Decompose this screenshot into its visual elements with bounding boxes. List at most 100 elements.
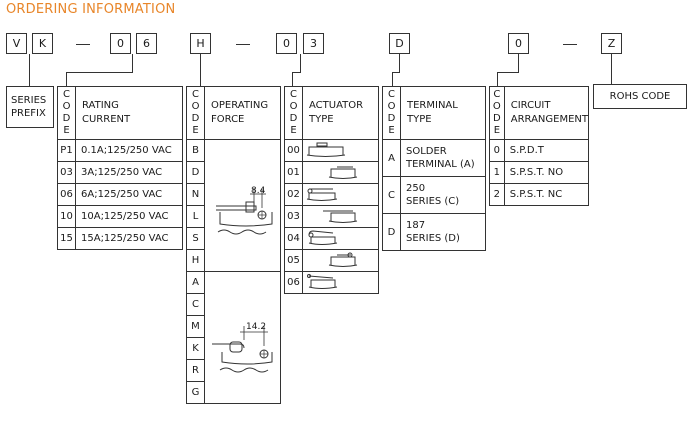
rating-value: 0.1A;125/250 VAC [75, 139, 183, 162]
connector-line [518, 54, 519, 72]
connector-line [611, 54, 612, 84]
rohs-code-box: ROHS CODE [593, 84, 687, 109]
actuator-code: 05 [284, 249, 303, 272]
force-code: B [186, 139, 205, 162]
table-row: 00 [284, 139, 379, 162]
force-drawing-cell-bottom [204, 271, 281, 404]
connector-line [497, 72, 519, 73]
circuit-code: 0 [489, 139, 505, 162]
rating-code: P1 [57, 139, 76, 162]
actuator-roller-lever-icon [306, 188, 338, 201]
actuator-simulated-roller-icon [328, 252, 358, 267]
force-code: A [186, 271, 205, 294]
connector-line [132, 54, 133, 72]
actuator-short-lever-icon [328, 166, 358, 179]
table-row: 03 [284, 205, 379, 228]
actuator-pin-plunger-icon [306, 142, 346, 157]
force-code: K [186, 337, 205, 360]
page-title: ORDERING INFORMATION [6, 2, 176, 17]
actuator-long-lever-icon [323, 210, 358, 223]
actuator-bent-lever-icon [308, 230, 338, 245]
connector-line [392, 72, 400, 73]
circuit-value: S.P.S.T. NC [503, 183, 590, 206]
actuator-code: 04 [284, 227, 303, 250]
actuator-icon-cell [302, 161, 379, 184]
force-code: R [186, 359, 205, 382]
series-label-line1: SERIES [11, 95, 47, 106]
series-label-line2: PREFIX [11, 108, 46, 119]
actuator-icon-cell [302, 183, 379, 206]
circuit-code: 1 [489, 161, 505, 184]
circuit-value: S.P.S.T. NO [503, 161, 590, 184]
actuator-hinge-lever-icon [307, 274, 338, 289]
table-row: 06 [284, 271, 379, 294]
connector-line [392, 72, 393, 86]
separator-dash [76, 44, 90, 45]
force-code: L [186, 205, 205, 228]
rating-code: 06 [57, 183, 76, 206]
part-box-actuator-3: 3 [303, 33, 324, 54]
connector-line [29, 54, 30, 86]
connector-line [200, 54, 201, 86]
part-box-series-v: V [6, 33, 27, 54]
connector-line [66, 72, 67, 86]
actuator-icon-cell [302, 139, 379, 162]
connector-line [497, 72, 498, 86]
force-code: M [186, 315, 205, 338]
rating-code: 10 [57, 205, 76, 228]
part-box-series-k: K [32, 33, 53, 54]
table-row: 05 [284, 249, 379, 272]
part-box-circuit: 0 [508, 33, 529, 54]
actuator-code: 01 [284, 161, 303, 184]
separator-dash [236, 44, 250, 45]
separator-dash [563, 44, 577, 45]
circuit-value: S.P.D.T [503, 139, 590, 162]
actuator-code: 00 [284, 139, 303, 162]
force-code: D [186, 161, 205, 184]
rating-value: 15A;125/250 VAC [75, 227, 183, 250]
actuator-code: 03 [284, 205, 303, 228]
part-box-terminal: D [389, 33, 410, 54]
actuator-icon-cell [302, 271, 379, 294]
force-code: N [186, 183, 205, 206]
actuator-code: 02 [284, 183, 303, 206]
force-code: G [186, 381, 205, 404]
part-box-rating-0: 0 [110, 33, 131, 54]
part-box-actuator-0: 0 [276, 33, 297, 54]
circuit-code: 2 [489, 183, 505, 206]
long-lever-drawing [212, 326, 273, 373]
terminal-code: D [382, 213, 401, 251]
actuator-icon-cell [302, 205, 379, 228]
connector-line [292, 72, 301, 73]
force-code: S [186, 227, 205, 250]
table-row: 02 [284, 183, 379, 206]
connector-line [292, 72, 293, 86]
connector-line [399, 54, 400, 72]
part-box-rating-6: 6 [136, 33, 157, 54]
rating-code: 03 [57, 161, 76, 184]
actuator-icon-cell [302, 227, 379, 250]
part-box-force: H [190, 33, 211, 54]
